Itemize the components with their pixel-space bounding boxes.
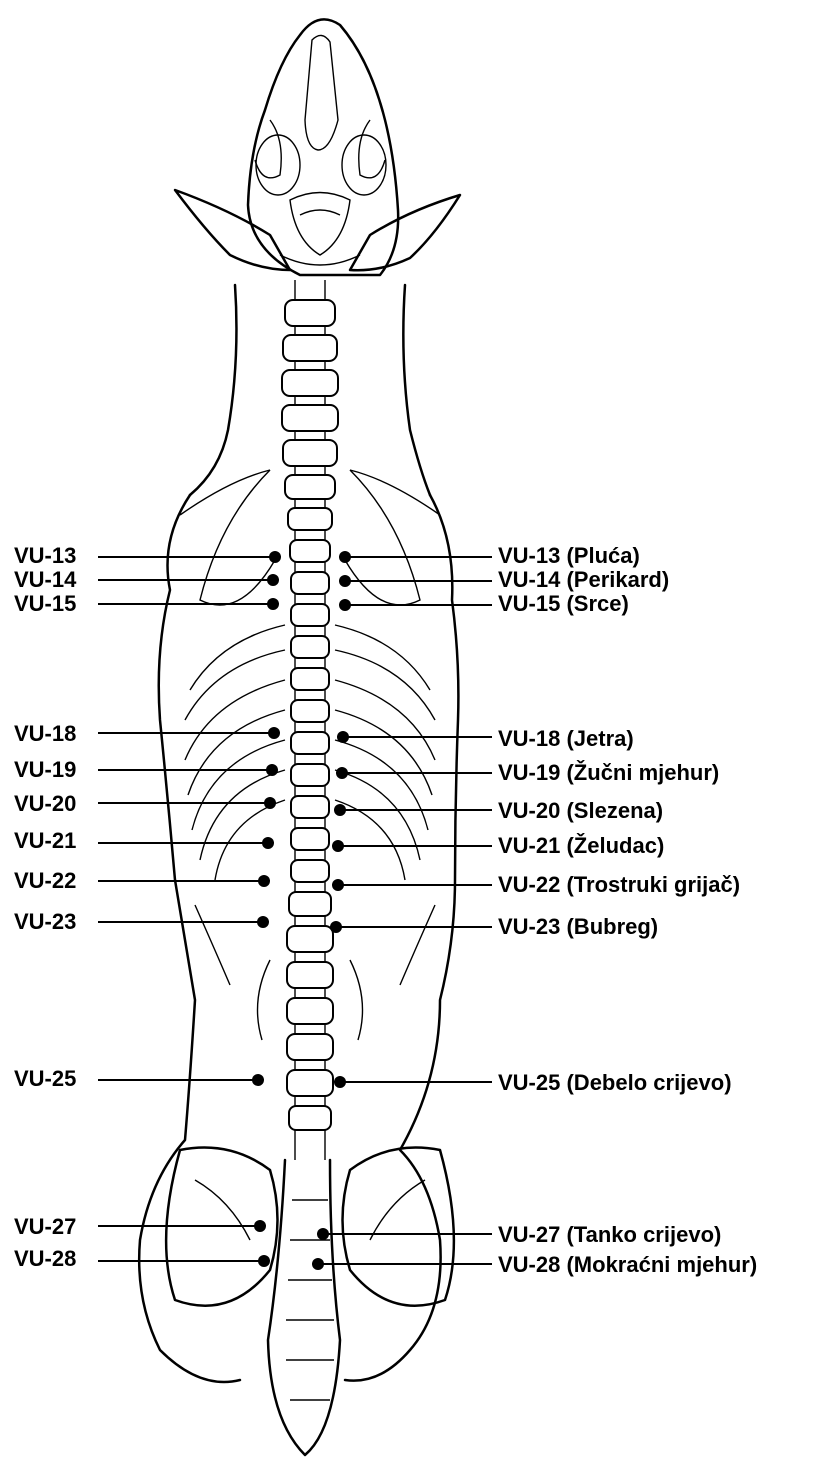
point-marker-right: [332, 840, 344, 852]
point-marker-left: [266, 764, 278, 776]
left-label: VU-28: [14, 1246, 76, 1271]
right-label: VU-27 (Tanko crijevo): [498, 1222, 721, 1247]
point-marker-left: [267, 574, 279, 586]
organ-name: (Pluća): [566, 543, 639, 568]
left-label: VU-23: [14, 909, 76, 934]
point-marker-left: [262, 837, 274, 849]
right-label: VU-13 (Pluća): [498, 543, 640, 568]
organ-name: (Srce): [566, 591, 628, 616]
point-marker-left: [258, 875, 270, 887]
point-marker-left: [268, 727, 280, 739]
pelvis-drawing: [166, 1148, 454, 1456]
point-marker-right: [339, 575, 351, 587]
point-marker-right: [339, 551, 351, 563]
left-label: VU-25: [14, 1066, 76, 1091]
right-label: VU-21 (Želudac): [498, 833, 664, 858]
spine-drawing: [258, 280, 363, 1160]
organ-name: (Trostruki grijač): [566, 872, 740, 897]
point-marker-left: [254, 1220, 266, 1232]
point-marker-right: [330, 921, 342, 933]
right-labels: VU-13 (Pluća) VU-14 (Perikard) VU-15 (Sr…: [498, 543, 757, 1277]
right-label: VU-18 (Jetra): [498, 726, 634, 751]
left-label: VU-13: [14, 543, 76, 568]
point-marker-left: [258, 1255, 270, 1267]
left-label: VU-14: [14, 567, 77, 592]
organ-name: (Slezena): [566, 798, 663, 823]
organ-name: (Žučni mjehur): [566, 760, 719, 785]
right-label: VU-28 (Mokraćni mjehur): [498, 1252, 757, 1277]
organ-name: (Mokraćni mjehur): [566, 1252, 757, 1277]
left-label: VU-20: [14, 791, 76, 816]
point-marker-right: [317, 1228, 329, 1240]
left-label: VU-27: [14, 1214, 76, 1239]
point-marker-right: [332, 879, 344, 891]
right-label: VU-14 (Perikard): [498, 567, 669, 592]
point-marker-left: [257, 916, 269, 928]
point-marker-right: [339, 599, 351, 611]
point-marker-right: [337, 731, 349, 743]
point-marker-left: [252, 1074, 264, 1086]
organ-name: (Debelo crijevo): [566, 1070, 731, 1095]
point-marker-left: [264, 797, 276, 809]
point-marker-left: [269, 551, 281, 563]
right-label: VU-19 (Žučni mjehur): [498, 760, 719, 785]
point-marker-left: [267, 598, 279, 610]
left-label: VU-18: [14, 721, 76, 746]
right-label: VU-23 (Bubreg): [498, 914, 658, 939]
left-label: VU-22: [14, 868, 76, 893]
left-labels: VU-13 VU-14 VU-15 VU-18 VU-19 VU-20 VU-2…: [14, 543, 77, 1271]
point-marker-right: [334, 1076, 346, 1088]
point-marker-right: [336, 767, 348, 779]
organ-name: (Perikard): [566, 567, 669, 592]
left-label: VU-15: [14, 591, 76, 616]
organ-name: (Bubreg): [566, 914, 658, 939]
left-label: VU-21: [14, 828, 76, 853]
organ-name: (Tanko crijevo): [566, 1222, 721, 1247]
right-label: VU-15 (Srce): [498, 591, 629, 616]
right-label: VU-25 (Debelo crijevo): [498, 1070, 732, 1095]
organ-name: (Želudac): [566, 833, 664, 858]
point-marker-right: [312, 1258, 324, 1270]
organ-name: (Jetra): [566, 726, 633, 751]
right-label: VU-22 (Trostruki grijač): [498, 872, 740, 897]
point-marker-right: [334, 804, 346, 816]
atlas-drawing: [175, 190, 460, 270]
left-label: VU-19: [14, 757, 76, 782]
right-label: VU-20 (Slezena): [498, 798, 663, 823]
